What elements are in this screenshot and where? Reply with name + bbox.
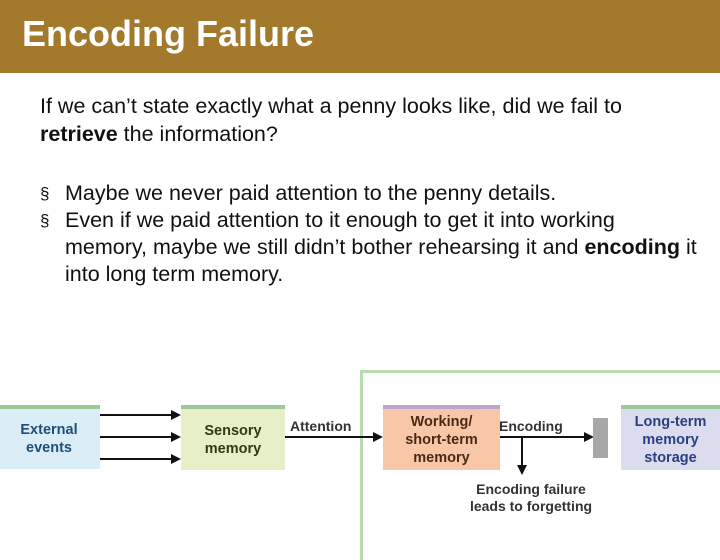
diagram-frame [360, 370, 720, 560]
external-events-box: External events [0, 405, 100, 469]
slide-title: Encoding Failure [22, 13, 315, 54]
title-bar: Encoding Failure [0, 0, 720, 73]
external-events-label: External events [20, 422, 78, 456]
attention-label: Attention [290, 418, 352, 434]
memory-diagram: External events Sensory memory Attention… [0, 360, 720, 560]
bullet-item: § Maybe we never paid attention to the p… [40, 180, 700, 207]
bullet-marker: § [40, 184, 50, 203]
question-emphasis: retrieve [40, 122, 118, 146]
question-after: the information? [117, 122, 278, 146]
diagram-arrows [100, 410, 608, 475]
encoding-failure-label: Encoding failure leads to forgetting [469, 481, 593, 514]
long-term-memory-label: Long-term memory storage [634, 413, 707, 466]
sensory-memory-box: Sensory memory [181, 405, 285, 470]
long-term-memory-box: Long-term memory storage [621, 405, 720, 470]
working-memory-label: Working/ short-term memory [405, 413, 478, 466]
bullet-text-after: it into long term memory. [65, 235, 697, 286]
bullet-text-before: Even if we paid attention to it enough t… [65, 208, 615, 259]
encoding-block [593, 418, 608, 458]
question-text: If we can’t state exactly what a penny l… [40, 92, 700, 148]
working-memory-box: Working/ short-term memory [383, 405, 500, 470]
bullet-text: Maybe we never paid attention to the pen… [65, 181, 557, 205]
bullet-list: § Maybe we never paid attention to the p… [40, 180, 700, 288]
question-before: If we can’t state exactly what a penny l… [40, 94, 622, 118]
bullet-marker: § [40, 211, 50, 230]
bullet-item: § Even if we paid attention to it enough… [40, 207, 700, 288]
encoding-label: Encoding [499, 418, 563, 434]
sensory-memory-label: Sensory memory [204, 422, 262, 457]
bullet-emphasis: encoding [584, 235, 680, 259]
